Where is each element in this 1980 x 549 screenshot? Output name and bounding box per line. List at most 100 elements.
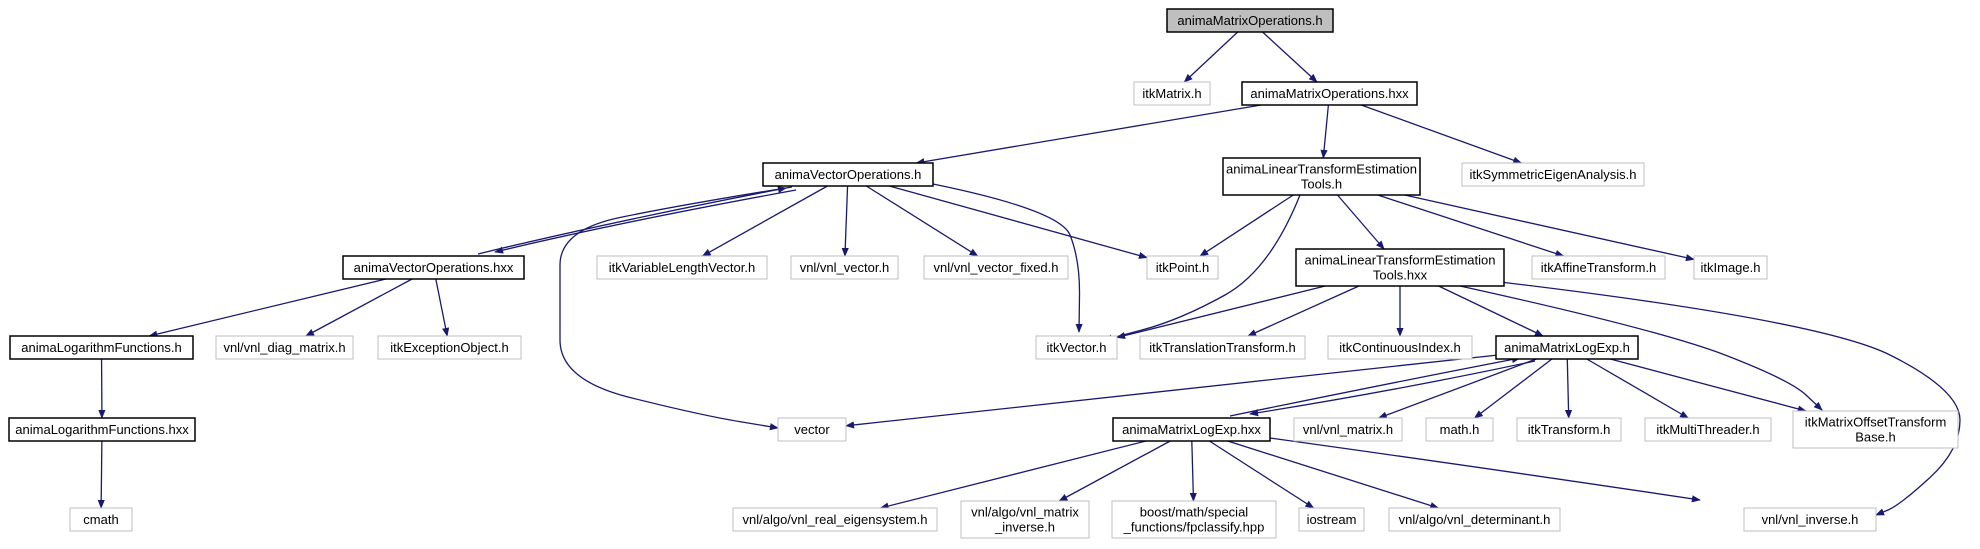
node-label: itkMatrix.h [1142,86,1201,101]
node-label: vnl/algo/vnl_matrix [971,505,1079,520]
node-label: Tools.h [1301,177,1342,192]
node-label: itkMatrixOffsetTransform [1805,415,1947,430]
node-label: animaMatrixLogExp.hxx [1122,422,1261,437]
edge-root-to-itkMatrix [1183,31,1239,83]
node-label: animaVectorOperations.h [775,167,922,182]
edge-avoH-to-itkVLV [701,185,828,257]
edge-alfHxx-to-cmath [97,440,105,509]
node-label: vnl/algo/vnl_determinant.h [1399,512,1551,527]
edge-avoH-to-vnlVector [841,185,849,257]
node-label: animaLogarithmFunctions.hxx [15,422,189,437]
node-label: cmath [83,512,118,527]
edge-avoH-to-vector [559,186,793,431]
node-label: vnl/vnl_vector_fixed.h [933,260,1058,275]
nodes-layer: animaMatrixOperations.h itkMatrix.h animaM… [8,8,1959,539]
node-label: itkTransform.h [1528,422,1611,437]
node-vnlMatInv: vnl/algo/vnl_matrix_inverse.h [960,500,1090,539]
node-vnlVector: vnl/vnl_vector.h [790,255,899,280]
node-box [1139,335,1306,360]
node-box [1298,507,1365,532]
node-label: iostream [1307,512,1357,527]
node-box [1693,255,1768,280]
edge-amleH-to-amleHxx [1249,360,1536,417]
node-box [1743,507,1877,532]
node-label: animaLinearTransformEstimation [1226,162,1417,177]
edge-amleHxx-to-vnlRealEig [879,440,1147,510]
node-label: vnl/vnl_inverse.h [1762,512,1859,527]
node-box [596,255,768,280]
node-label: itkExceptionObject.h [390,340,509,355]
node-label: animaMatrixOperations.h [1177,13,1322,28]
node-cmath: cmath [69,507,133,532]
node-box [1133,81,1211,106]
node-label: _inverse.h [994,520,1055,535]
node-box [1531,255,1666,280]
edge-avoH-to-vnlVectorFixed [865,185,979,257]
node-box [1146,255,1219,280]
edge-altetHxx-to-amleH [1438,285,1544,337]
node-box [1388,507,1561,532]
node-box [215,335,354,360]
node-amleHxx[interactable]: animaMatrixLogExp.hxx [1112,417,1271,442]
node-alfH[interactable]: animaLogarithmFunctions.h [9,335,194,360]
edge-altetH-to-itkVector [1103,194,1301,342]
node-box [1222,157,1421,196]
edge-amleHxx-to-vnlDet [1227,440,1440,509]
node-label: animaLinearTransformEstimation [1305,253,1496,268]
node-vnlVectorFixed: vnl/vnl_vector_fixed.h [923,255,1069,280]
node-amoHxx[interactable]: animaMatrixOperations.hxx [1241,81,1418,106]
node-root[interactable]: animaMatrixOperations.h [1166,8,1334,33]
node-itkAffine: itkAffineTransform.h [1531,255,1666,280]
node-itkTranslation: itkTranslationTransform.h [1139,335,1306,360]
edges-layer [97,31,1961,516]
node-box [762,162,934,187]
node-label: animaMatrixLogExp.h [1504,340,1630,355]
node-label: itkMultiThreader.h [1656,422,1759,437]
node-alfHxx[interactable]: animaLogarithmFunctions.hxx [8,417,196,442]
edge-amleH-to-itkMT [1586,358,1690,419]
node-avoH[interactable]: animaVectorOperations.h [762,162,934,187]
node-box [1293,417,1403,442]
node-box [1792,410,1959,449]
node-label: Base.h [1855,430,1895,445]
node-label: vnl/vnl_matrix.h [1303,422,1393,437]
node-box [960,500,1090,539]
node-itkMatrix: itkMatrix.h [1133,81,1211,106]
node-amleH[interactable]: animaMatrixLogExp.h [1495,335,1639,360]
node-label: boost/math/special [1140,505,1249,520]
node-avoHxx[interactable]: animaVectorOperations.hxx [342,255,525,280]
node-box [342,255,525,280]
edge-avoHxx-to-vnlDiag [305,278,413,337]
node-box [1111,500,1277,539]
node-box [790,255,899,280]
edge-amleHxx-to-vnlInverse [1269,437,1701,503]
edge-altetH-to-itkAffine [1377,194,1565,257]
node-itkSymEig: itkSymmetricEigenAnalysis.h [1461,162,1645,187]
node-itkException: itkExceptionObject.h [377,335,522,360]
node-label: animaMatrixOperations.hxx [1250,86,1409,101]
node-label: itkSymmetricEigenAnalysis.h [1470,167,1637,182]
edge-amleH-to-itkMOTB [1610,358,1807,413]
edge-avoH-to-avoHxx [494,189,797,254]
edge-avoH-to-itkVector [932,183,1083,333]
node-vector: vector [777,417,847,442]
edge-amleH-to-mathH [1473,358,1553,419]
edge-amoHxx-to-avoH [915,104,1262,166]
edge-amleHxx-to-iostream [1209,440,1315,509]
edge-altetHxx-to-vnlInverse [1499,281,1961,516]
node-label: itkImage.h [1701,260,1761,275]
node-box [732,507,938,532]
edge-altetHxx-to-itkMOTB [1459,285,1823,411]
node-box [1112,417,1271,442]
edge-altetH-to-altetHxx [1336,194,1385,250]
edge-amoHxx-to-itkSymEig [1361,104,1523,164]
edge-amleH-to-itkTransform [1564,358,1573,419]
node-itkVLV: itkVariableLengthVector.h [596,255,768,280]
edge-avoHxx-to-avoH [477,186,787,255]
edge-amleHxx-to-boostFp [1189,440,1197,502]
edge-amleH-to-vector [845,354,1497,429]
edge-avoH-to-itkPoint [889,185,1148,259]
edge-altetH-to-itkImage [1404,194,1695,262]
